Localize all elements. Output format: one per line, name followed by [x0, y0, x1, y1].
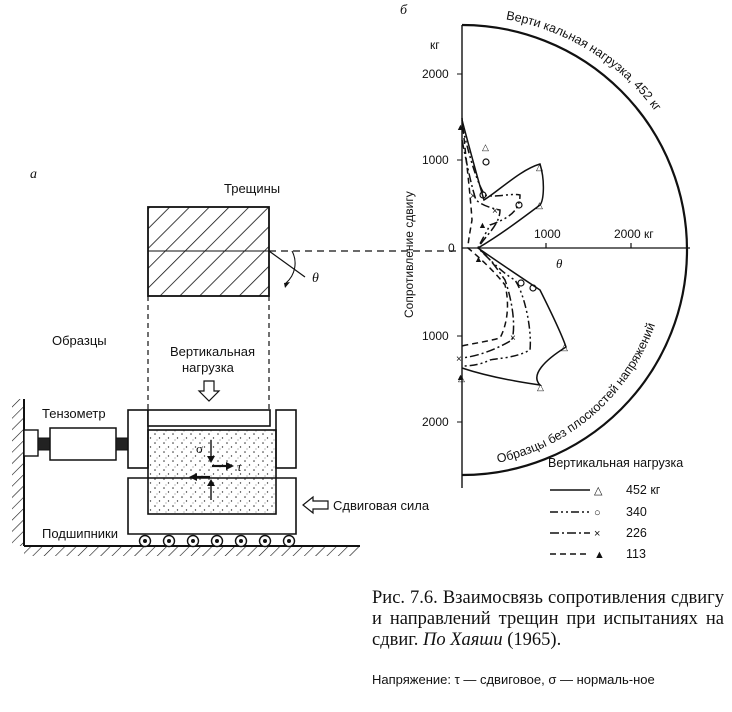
- legend-label-340: 340: [626, 505, 647, 519]
- legend-marker-113: ▲: [594, 549, 605, 561]
- panel-b-label: б: [400, 3, 408, 18]
- theta-label: θ: [312, 271, 319, 286]
- shear-force-label: Сдвиговая сила: [333, 498, 430, 513]
- marker-226: ×: [510, 333, 516, 344]
- polar-theta-label: θ: [556, 256, 563, 271]
- marker-226: ×: [492, 206, 498, 217]
- tensometer-joint-right: [115, 437, 129, 451]
- legend-label-226: 226: [626, 526, 647, 540]
- marker-452: △: [536, 200, 543, 210]
- loading-plate: [147, 409, 271, 427]
- polar-curves: [461, 117, 567, 387]
- legend: Вертикальная нагрузка △ 452 кг ○ 340 × 2…: [548, 456, 683, 561]
- caption-year: (1965).: [507, 630, 562, 650]
- bearing-rollers: [138, 534, 296, 548]
- marker-113: ▲: [456, 372, 465, 382]
- angle-arrow: [284, 282, 290, 288]
- marker-452: △: [561, 342, 568, 352]
- panel-b: б 1000 2000 кг θ кг 2000 1000 0 1000 200…: [400, 3, 690, 561]
- figure-caption: Рис. 7.6. Взаимосвязь сопротивления сдви…: [372, 588, 724, 651]
- vertical-load-arrow-icon: [197, 380, 221, 402]
- y-tick-0: 0: [448, 241, 455, 255]
- floor-hatch: [24, 546, 360, 556]
- marker-340: [482, 158, 490, 166]
- outer-arc: [461, 23, 689, 477]
- x-tick-label-1000: 1000: [534, 227, 561, 241]
- caption-note: Напряжение: τ — сдвиговое, σ — нормаль-н…: [372, 672, 655, 687]
- sigma-arrowhead-bottom: [207, 479, 215, 486]
- tau-label: τ: [237, 459, 243, 474]
- marker-340: [479, 191, 487, 199]
- legend-marker-452: △: [594, 485, 603, 497]
- y-axis-label: Сопротивление сдвигу: [402, 191, 416, 318]
- x-tick-label-2000: 2000 кг: [614, 227, 654, 241]
- legend-title: Вертикальная нагрузка: [548, 456, 683, 470]
- soil-specimen: [147, 429, 277, 515]
- tensometer-body: [49, 427, 117, 461]
- caption-source: По Хаяши: [423, 630, 503, 650]
- tensometer-joint-left: [37, 437, 51, 451]
- unit-kg-label: кг: [430, 38, 440, 52]
- curve-340: [461, 124, 532, 367]
- marker-452: △: [458, 373, 465, 383]
- samples-label: Образцы: [52, 333, 107, 348]
- marker-340: [515, 201, 523, 209]
- legend-marker-226: ×: [594, 528, 600, 540]
- curve-452: [461, 119, 567, 387]
- sigma-arrowhead-top: [207, 456, 215, 463]
- upper-box-right: [275, 409, 297, 469]
- data-markers: △ △ △ △ △ △ × × × × ▲ ▲ ▲ ▲: [456, 122, 568, 392]
- y-tick-2000-top: 2000: [422, 67, 449, 81]
- shear-force-arrow-icon: [302, 495, 329, 515]
- vertical-load-label-line2: нагрузка: [182, 360, 235, 375]
- marker-226: ×: [470, 191, 476, 202]
- legend-label-452: 452 кг: [626, 483, 661, 497]
- wall-hatch: [12, 399, 24, 546]
- marker-113: ▲: [478, 220, 487, 230]
- sigma-label: σ: [196, 441, 203, 456]
- legend-label-113: 113: [626, 547, 646, 561]
- marker-452: △: [536, 162, 543, 172]
- marker-340: [517, 279, 525, 287]
- marker-452: △: [537, 382, 544, 392]
- wall-bracket: [23, 429, 39, 457]
- y-tick-1000-top: 1000: [422, 153, 449, 167]
- y-tick-2000-bottom: 2000: [422, 415, 449, 429]
- marker-113: ▲: [474, 254, 483, 264]
- tau-arrowhead-upper: [226, 462, 234, 470]
- panel-a: а Трещины θ Образцы Вертикальная нагрузк…: [12, 167, 460, 556]
- tensometer-label: Тензометр: [42, 406, 106, 421]
- curve-226: [461, 139, 515, 359]
- vertical-load-label-line1: Вертикальная: [170, 344, 255, 359]
- upper-box-left: [127, 409, 149, 469]
- tau-arrowhead-lower: [189, 473, 197, 481]
- bearings-label: Подшипники: [42, 526, 118, 541]
- cracks-label: Трещины: [224, 181, 280, 196]
- crack-angle-ray: [268, 250, 306, 278]
- marker-113: ▲: [456, 122, 465, 132]
- legend-marker-340: ○: [594, 507, 601, 519]
- y-tick-1000-bottom: 1000: [422, 329, 449, 343]
- caption-text: Рис. 7.6. Взаимосвязь сопротивления сдви…: [372, 588, 724, 650]
- marker-340: [529, 284, 537, 292]
- marker-452: △: [482, 142, 489, 152]
- marker-226: ×: [456, 354, 462, 365]
- panel-a-label: а: [30, 167, 37, 182]
- angle-arc: [285, 250, 296, 284]
